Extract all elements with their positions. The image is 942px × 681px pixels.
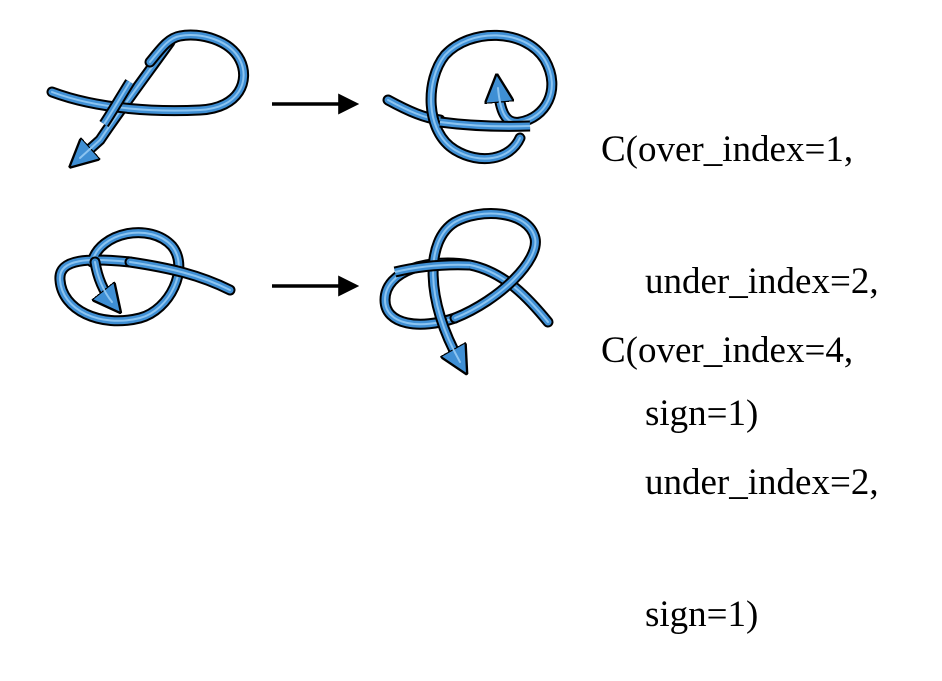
- label-line: C(over_index=1,: [601, 129, 854, 170]
- label-line: sign=1): [645, 594, 759, 635]
- label-line: under_index=2,: [645, 462, 879, 503]
- knot-row2-after: [379, 208, 554, 362]
- knot-row2-before: [54, 227, 236, 327]
- label-line: under_index=2,: [645, 261, 879, 302]
- label-line: C(over_index=4,: [601, 330, 854, 371]
- crossing-label-2: C(over_index=4, under_index=2, sign=1): [601, 241, 879, 681]
- knot-row1-before: [46, 29, 250, 158]
- knot-row1-after: [382, 29, 558, 165]
- knot-move-diagram: [46, 29, 558, 400]
